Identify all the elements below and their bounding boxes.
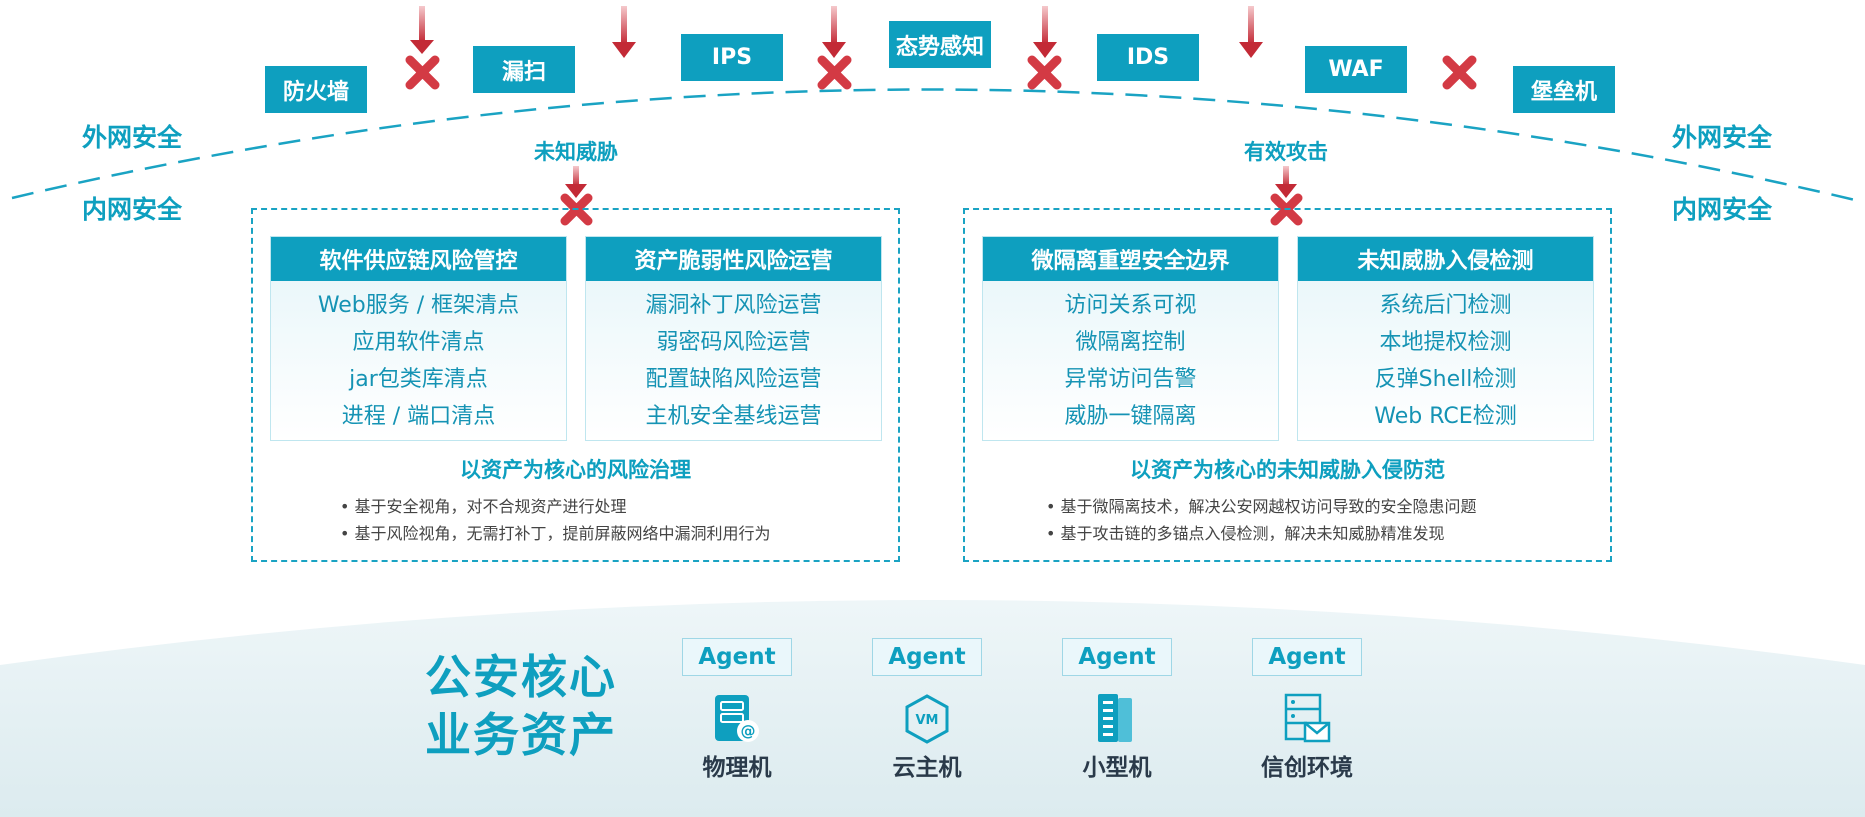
card-head: 微隔离重塑安全边界	[983, 237, 1278, 281]
threat-arrow	[410, 6, 434, 54]
card-item: 弱密码风险运营	[656, 330, 811, 355]
card-item: 异常访问告警	[1064, 367, 1197, 392]
agent-tag: Agent	[872, 638, 982, 676]
rack-server-icon	[1098, 694, 1132, 742]
card-item: 威胁一键隔离	[1064, 404, 1197, 429]
boundary-arc	[11, 88, 1856, 202]
card-item: 主机安全基线运营	[645, 404, 822, 429]
card-item: 配置缺陷风险运营	[645, 367, 822, 392]
base-band	[0, 600, 1865, 817]
threat-arrow	[822, 6, 846, 58]
tag-ids: IDS	[1097, 34, 1199, 81]
tag-bastion: 堡垒机	[1513, 66, 1615, 113]
threat-arrow	[1275, 166, 1297, 198]
card-item: Web RCE检测	[1374, 404, 1517, 429]
card-item: 访问关系可视	[1064, 293, 1197, 318]
left-panel-title: 以资产为核心的风险治理	[460, 458, 691, 482]
card-head: 未知威胁入侵检测	[1298, 237, 1593, 281]
physical-server-icon: @	[715, 695, 759, 742]
asset-label-minicomputer: 小型机	[1082, 755, 1152, 781]
tag-firewall: 防火墙	[265, 66, 367, 113]
label-effective-attack: 有效攻击	[1244, 140, 1328, 164]
right-panel	[963, 208, 1612, 562]
tag-situational-awareness: 态势感知	[889, 21, 991, 68]
card-item: 进程 / 端口清点	[341, 404, 496, 429]
tag-vuln-scan: 漏扫	[473, 46, 575, 93]
card-item: jar包类库清点	[349, 367, 488, 392]
asset-label-physical: 物理机	[702, 755, 772, 781]
label-unknown-threat: 未知威胁	[534, 140, 618, 164]
right-panel-title: 以资产为核心的未知威胁入侵防范	[1130, 458, 1445, 482]
threat-arrow	[1239, 6, 1263, 58]
card-micro-segmentation: 微隔离重塑安全边界 访问关系可视 微隔离控制 异常访问告警 威胁一键隔离	[982, 236, 1279, 441]
card-item: 漏洞补丁风险运营	[645, 293, 822, 318]
block-x-icon	[1027, 55, 1062, 90]
asset-label-cloud-host: 云主机	[892, 755, 962, 781]
left-bullet-1: • 基于安全视角，对不合规资产进行处理	[340, 497, 627, 516]
asset-label-xinchuang: 信创环境	[1261, 755, 1353, 781]
card-asset-vulnerability: 资产脆弱性风险运营 漏洞补丁风险运营 弱密码风险运营 配置缺陷风险运营 主机安全…	[585, 236, 882, 441]
core-line-2: 业务资产	[425, 708, 617, 762]
right-bullet-1: • 基于微隔离技术，解决公安网越权访问导致的安全隐患问题	[1046, 497, 1477, 516]
agent-tag: Agent	[682, 638, 792, 676]
card-item: 系统后门检测	[1379, 293, 1512, 318]
threat-arrow	[612, 6, 636, 58]
tag-ips: IPS	[681, 34, 783, 81]
vm-icon: VM	[905, 694, 949, 744]
card-supply-chain: 软件供应链风险管控 Web服务 / 框架清点 应用软件清点 jar包类库清点 进…	[270, 236, 567, 441]
zone-inner-right: 内网安全	[1672, 195, 1773, 224]
left-bullet-2: • 基于风险视角，无需打补丁，提前屏蔽网络中漏洞利用行为	[340, 524, 771, 543]
block-x-icon	[817, 55, 852, 90]
block-x-icon	[1442, 55, 1477, 90]
card-item: 微隔离控制	[1075, 330, 1186, 355]
core-line-1: 公安核心	[425, 650, 617, 704]
right-bullet-2: • 基于攻击链的多锚点入侵检测，解决未知威胁精准发现	[1046, 524, 1445, 543]
left-panel	[251, 208, 900, 562]
core-assets-title: 公安核心 业务资产	[425, 648, 617, 764]
card-item: 反弹Shell检测	[1374, 367, 1517, 392]
card-head: 资产脆弱性风险运营	[586, 237, 881, 281]
card-intrusion-detection: 未知威胁入侵检测 系统后门检测 本地提权检测 反弹Shell检测 Web RCE…	[1297, 236, 1594, 441]
xinchuang-env-icon	[1284, 693, 1331, 743]
threat-arrow	[1033, 6, 1057, 58]
card-item: 本地提权检测	[1379, 330, 1512, 355]
zone-inner-left: 内网安全	[82, 195, 183, 224]
block-x-icon	[405, 55, 440, 90]
card-item: Web服务 / 框架清点	[317, 293, 520, 318]
agent-tag: Agent	[1252, 638, 1362, 676]
svg-text:@: @	[741, 722, 756, 740]
card-head: 软件供应链风险管控	[271, 237, 566, 281]
top-threat-arrows	[410, 6, 1263, 58]
threat-arrow	[565, 166, 587, 198]
tag-waf: WAF	[1305, 46, 1407, 93]
zone-outer-right: 外网安全	[1672, 123, 1773, 152]
panel-threat-arrows	[565, 166, 1297, 198]
card-item: 应用软件清点	[352, 330, 485, 355]
zone-outer-left: 外网安全	[82, 123, 183, 152]
block-marks	[405, 55, 1477, 226]
svg-text:VM: VM	[916, 713, 939, 728]
agent-tag: Agent	[1062, 638, 1172, 676]
